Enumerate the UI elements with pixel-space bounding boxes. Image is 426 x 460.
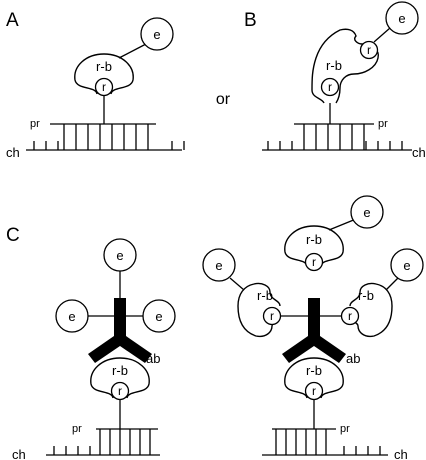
enzyme-label: e (363, 205, 370, 220)
enzyme-circle (140, 17, 174, 51)
enzyme-linker (118, 43, 147, 59)
enzyme-label: e (68, 309, 75, 324)
enzyme-circle (142, 299, 176, 333)
reporter-binder-label: r-b (306, 363, 322, 378)
reporter-binder-label: r-b (96, 59, 112, 74)
enzyme-label: e (153, 27, 160, 42)
chromosome-label: ch (6, 145, 20, 160)
panel-c-label: C (6, 225, 20, 246)
antibody-label: ab (146, 351, 160, 366)
enzyme-circle (385, 1, 419, 35)
antibody (88, 270, 152, 363)
enzyme-circle (390, 248, 424, 282)
enzyme-label: e (215, 258, 222, 273)
probe (272, 428, 336, 455)
reporter-binder (311, 28, 379, 104)
enzyme-circle (350, 195, 384, 229)
reporter-circle (304, 252, 324, 272)
enzyme-label: e (398, 11, 405, 26)
panel-c-right: ch pr r-b r ab r-b r e r-b r e (202, 195, 424, 460)
panel-b: B ch pr r-b r r e (244, 1, 426, 160)
reporter-label: r (118, 384, 122, 398)
antibody-label: ab (346, 351, 360, 366)
enzyme-linker (373, 27, 391, 43)
reporter-binder-label: r-b (326, 58, 342, 73)
probe-label: pr (378, 118, 388, 130)
reporter-circle (359, 40, 379, 60)
reporter-circle (320, 77, 340, 97)
reporter-circle (110, 381, 130, 401)
enzyme-circle (202, 248, 236, 282)
reporter-label: r (270, 309, 274, 323)
enzyme-linker (229, 277, 245, 291)
enzyme-circle (103, 238, 137, 272)
reporter-label: r (102, 80, 106, 94)
panel-a: A ch pr r-b r e (6, 10, 185, 160)
enzyme-label: e (403, 258, 410, 273)
chromosome-label: ch (412, 145, 426, 160)
reporter-circle (262, 306, 282, 326)
reporter-label: r (367, 43, 371, 57)
reporter-label: r (312, 384, 316, 398)
or-connector: or (216, 91, 231, 108)
chromosome (262, 141, 412, 151)
probe (96, 428, 158, 455)
enzyme-linker (328, 218, 357, 231)
chromosome-label: ch (12, 447, 26, 460)
reporter-label: r (348, 309, 352, 323)
enzyme-linker (385, 277, 399, 291)
chromosome-label: ch (394, 447, 408, 460)
reporter-label: r (312, 255, 316, 269)
reporter-binder-label: r-b (306, 232, 322, 247)
reporter-circle (340, 306, 360, 326)
chromosome (46, 446, 160, 456)
panel-a-label: A (6, 10, 19, 31)
antibody (280, 298, 350, 363)
reporter-circle (304, 381, 324, 401)
probe (50, 123, 156, 150)
reporter-binder-label: r-b (358, 288, 374, 303)
chromosome (26, 141, 185, 151)
probe-label: pr (30, 118, 40, 130)
reporter-binder-label: r-b (257, 288, 273, 303)
enzyme-label: e (155, 309, 162, 324)
panel-b-label: B (244, 10, 257, 31)
reporter-binder (349, 282, 393, 338)
probe (294, 123, 374, 150)
probe-label: pr (340, 423, 350, 435)
reporter-binder-label: r-b (112, 363, 128, 378)
reporter-circle (94, 77, 114, 97)
panel-c-left: ch pr r-b r ab e e e (12, 238, 176, 460)
probe-label: pr (72, 423, 82, 435)
chromosome (262, 446, 388, 456)
enzyme-circle (55, 299, 89, 333)
enzyme-label: e (116, 248, 123, 263)
reporter-label: r (328, 80, 332, 94)
